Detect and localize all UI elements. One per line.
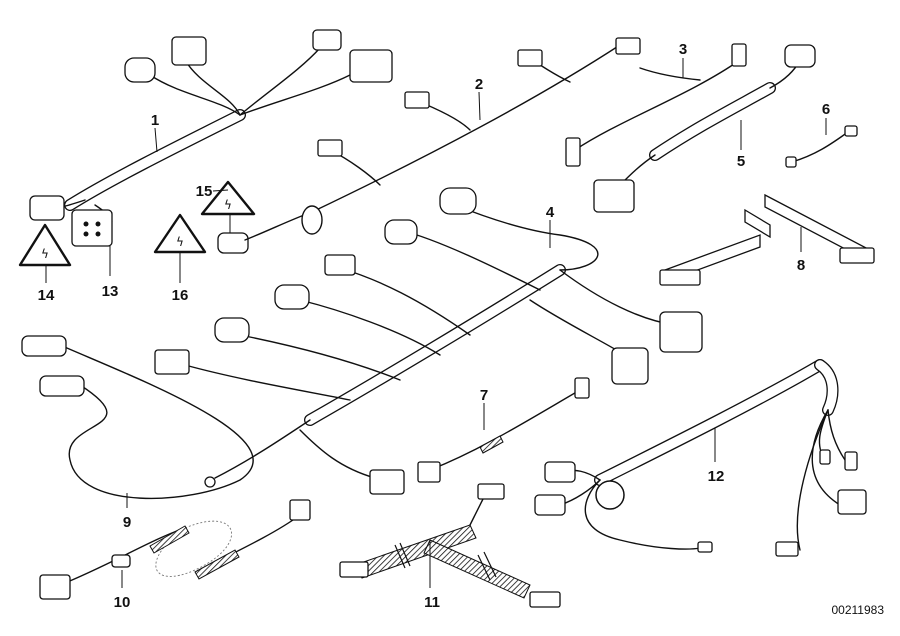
connector-2c [517,49,543,67]
connector-block-3 [349,49,393,83]
connector-end-1 [29,195,65,221]
connector-5b [593,179,635,213]
callout-1: 1 [151,112,159,129]
svg-text:ϟ: ϟ [176,235,184,249]
connector-4e [214,317,250,343]
svg-text:ϟ: ϟ [224,198,232,212]
connector-2a [317,139,343,157]
connector-4f [154,349,190,375]
callout-6: 6 [822,101,830,118]
part-10-lead[interactable] [39,499,311,600]
connector-round-1 [124,57,156,83]
callout-numbers: 1 2 3 4 5 6 7 8 9 10 11 12 13 14 15 16 [38,41,831,611]
connector-4a [439,187,477,215]
part-5-cable[interactable] [593,44,816,213]
part-13-relay[interactable] [71,209,113,247]
part-9-cable[interactable] [21,335,254,500]
callout-15: 15 [196,183,213,200]
part-3-cable[interactable] [565,43,747,167]
connector-block-2 [312,29,342,51]
part-15-warning-triangle: ϟ [200,180,256,216]
connector-4c [324,254,356,276]
connector-10a [39,574,71,600]
callout-2: 2 [475,76,483,93]
callout-16: 16 [172,287,189,304]
connector-4i [369,469,405,495]
connector-4b [384,219,418,245]
connector-5a [784,44,816,68]
callout-8: 8 [797,257,805,274]
connector-4g [659,311,703,353]
callout-11: 11 [424,594,440,611]
callout-13: 13 [102,283,119,300]
connector-2b [404,91,430,109]
svg-text:ϟ: ϟ [41,247,49,261]
part-7-lead[interactable] [417,377,590,483]
connector-3b [731,43,747,67]
part-16-cable-clip [217,232,249,254]
part-14-warning-triangle: ϟ [18,223,72,267]
connector-block-1 [171,36,207,66]
connector-4h [611,347,649,385]
part-1-harness[interactable] [29,29,393,226]
part-11-cable[interactable] [339,483,561,608]
part-6-lead[interactable] [785,125,858,168]
ring-terminal [204,476,216,488]
grommet [301,205,323,235]
callout-14: 14 [38,287,55,304]
connector-9b [39,375,85,397]
part-12-harness[interactable] [534,359,867,557]
callout-3: 3 [679,41,687,58]
callout-7: 7 [480,387,488,404]
callout-10: 10 [114,594,131,611]
leader-lines [45,58,827,588]
image-code: 00211983 [832,603,885,617]
part-16-warning-triangle: ϟ [153,213,207,254]
part-8-ribbon-cable[interactable] [659,193,875,286]
callout-5: 5 [737,153,745,170]
callout-4: 4 [546,204,555,221]
connector-10b [289,499,311,521]
connector-4d [274,284,310,310]
round-connector [595,480,625,510]
callout-12: 12 [708,468,725,485]
connector-2d [615,37,641,55]
part-4-harness[interactable] [154,187,703,495]
connector-3a [565,137,581,167]
connector-9a [21,335,67,357]
callout-9: 9 [123,514,131,531]
part-2-cable[interactable] [244,37,641,241]
